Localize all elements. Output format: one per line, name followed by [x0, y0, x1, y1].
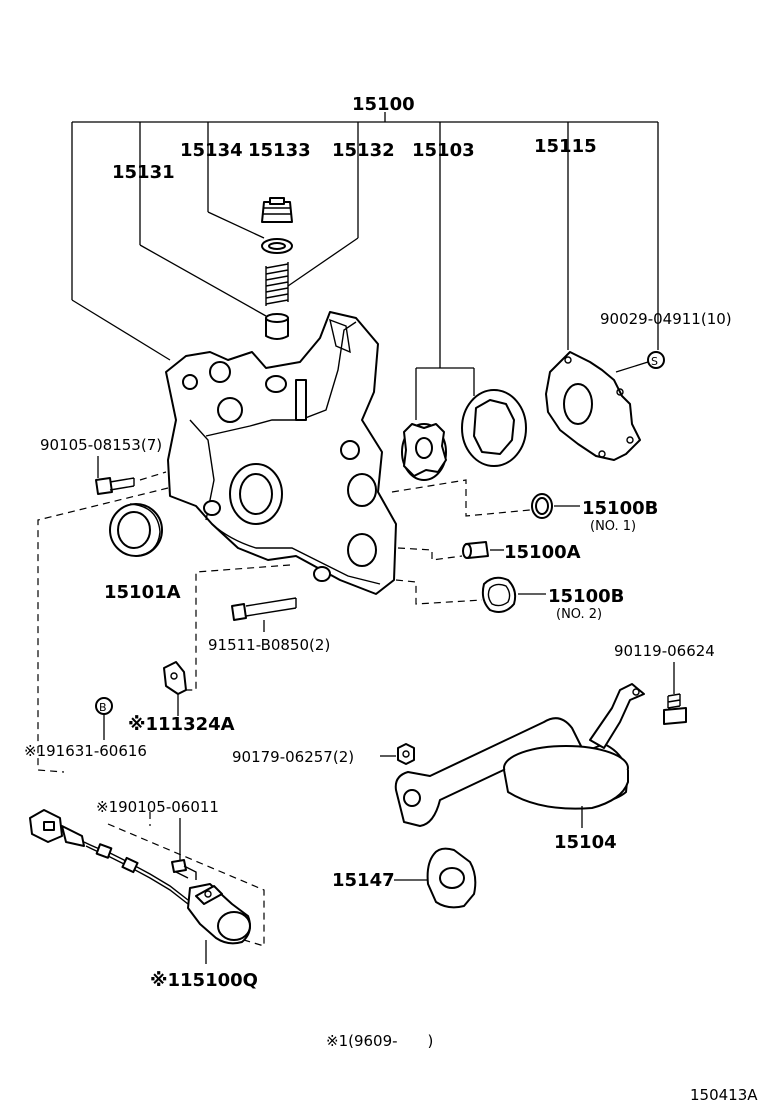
label-15147[interactable]: 15147 [332, 870, 395, 891]
label-15100[interactable]: 15100 [352, 94, 415, 115]
label-90119-06624[interactable]: 90119-06624 [614, 642, 715, 660]
drive-rotor[interactable] [401, 423, 447, 481]
relief-valve[interactable] [265, 313, 289, 340]
label-90179-06257[interactable]: 90179-06257(2) [232, 748, 354, 766]
label-15100B-no2[interactable]: 15100B [548, 586, 624, 607]
label-91631-60616[interactable]: ※191631-60616 [24, 742, 147, 760]
sensor-wire[interactable] [83, 841, 189, 905]
label-15100B-no1[interactable]: 15100B [582, 498, 658, 519]
oring-15100B-no2[interactable] [481, 576, 517, 613]
label-15131[interactable]: 15131 [112, 162, 175, 183]
bolt-90105-08153[interactable] [95, 477, 135, 495]
bolt-90119-06624[interactable] [663, 693, 687, 725]
bracket-11324A[interactable] [163, 661, 187, 695]
assembly-bracket: 15100 [71, 94, 659, 368]
s-mark-icon [647, 351, 665, 369]
label-90105-06011[interactable]: ※190105-06011 [96, 798, 219, 816]
oring-15100B-no1[interactable] [531, 493, 553, 519]
label-15133[interactable]: 15133 [248, 140, 311, 161]
relief-spring[interactable] [265, 262, 289, 306]
label-15100Q[interactable]: ※115100Q [150, 970, 258, 991]
relief-plug[interactable] [261, 197, 293, 223]
note-no1: (NO. 1) [590, 519, 636, 534]
note-no2: (NO. 2) [556, 607, 602, 622]
figure-code: 150413A [690, 1086, 758, 1104]
label-90029-04911[interactable]: 90029-04911(10) [600, 310, 732, 328]
oil-pump-body[interactable] [165, 311, 397, 595]
label-15103[interactable]: 15103 [412, 140, 475, 161]
oil-pressure-sensor-15100Q[interactable] [187, 883, 251, 945]
oil-seal-15101A[interactable] [109, 503, 163, 557]
driven-rotor[interactable] [461, 389, 527, 467]
sensor-connector[interactable] [29, 809, 85, 847]
oil-strainer-15104[interactable] [394, 683, 645, 827]
label-11324A[interactable]: ※111324A [128, 714, 235, 735]
nut-90179-06257[interactable] [397, 743, 415, 765]
pin-15100A[interactable] [462, 541, 489, 559]
label-91511-B0850[interactable]: 91511-B0850(2) [208, 636, 330, 654]
label-15104[interactable]: 15104 [554, 832, 617, 853]
bolt-91511-B0850[interactable] [231, 597, 297, 621]
label-15132[interactable]: 15132 [332, 140, 395, 161]
relief-gasket[interactable] [261, 238, 293, 254]
bolt-90105-06011[interactable] [171, 859, 197, 880]
label-15101A[interactable]: 15101A [104, 582, 181, 603]
label-15115[interactable]: 15115 [534, 136, 597, 157]
rotor-bracket [415, 367, 475, 420]
label-90105-08153[interactable]: 90105-08153(7) [40, 436, 162, 454]
gasket-15147[interactable] [426, 847, 477, 909]
label-15134[interactable]: 15134 [180, 140, 243, 161]
s-mark-text: S [651, 355, 658, 368]
label-15100A[interactable]: 15100A [504, 542, 581, 563]
pump-cover[interactable] [545, 351, 641, 461]
b-mark-text: B [99, 701, 107, 714]
applicability-note: ※1(9609- ) [326, 1032, 433, 1050]
